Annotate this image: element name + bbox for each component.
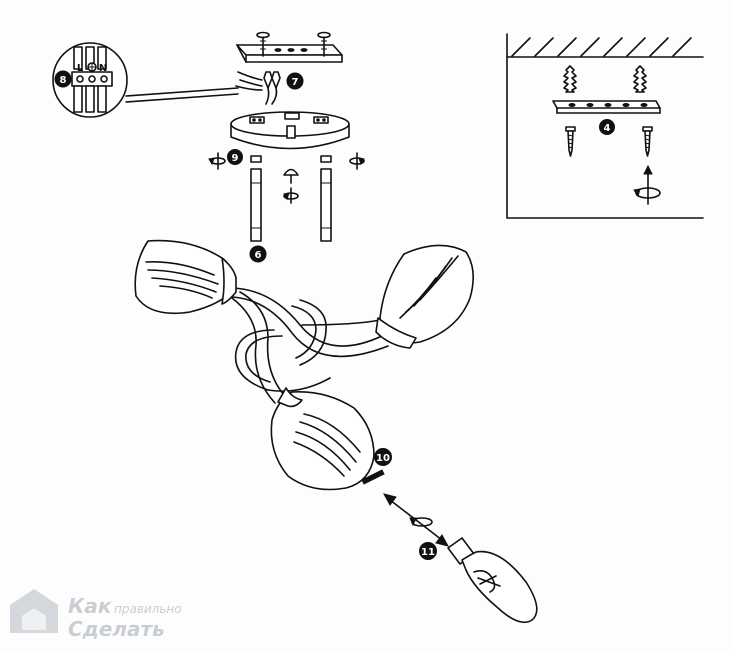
step-badge-7: 7 <box>286 72 304 90</box>
threaded-tube-right <box>320 168 332 242</box>
nut-right <box>320 155 332 163</box>
terminal-block-detail: L N 8 <box>52 42 239 118</box>
cap-finial <box>283 168 299 184</box>
wall-plug-left <box>563 65 577 93</box>
candle-bulb <box>447 537 538 624</box>
step-badge-6: 6 <box>249 245 267 263</box>
step-number-8: 8 <box>60 75 67 86</box>
step-number-4: 4 <box>604 123 611 134</box>
rotate-center-icon <box>283 187 299 204</box>
terminal-label-n: N <box>99 63 107 74</box>
step-number-11: 11 <box>421 547 435 558</box>
screw-right <box>642 126 653 157</box>
step-number-9: 9 <box>232 153 239 164</box>
lamp-shade-right <box>375 244 474 349</box>
rotate-screw-in-icon <box>409 517 433 527</box>
ceiling-canopy <box>230 111 350 150</box>
watermark: Как правильно Сделать <box>10 589 182 641</box>
watermark-logo-icon <box>10 589 58 633</box>
mounting-tubes: 9 <box>208 149 365 263</box>
curved-arms <box>231 287 389 404</box>
callout-line-bottom <box>125 93 239 103</box>
wire-connector <box>235 71 281 105</box>
lamp-shade-left <box>134 239 237 315</box>
socket-ring <box>361 469 385 485</box>
screw-left <box>565 126 576 157</box>
callout-line-top <box>125 87 239 97</box>
ceiling-bracket: 7 <box>235 31 343 105</box>
bracket-screw-right <box>317 31 331 57</box>
watermark-text-small: правильно <box>114 602 182 616</box>
inset-frame <box>506 33 704 219</box>
ceiling-mount-inset: 4 <box>506 33 704 219</box>
rotate-up-arrow-icon <box>633 164 661 205</box>
bulb-installation: 10 11 <box>361 448 538 624</box>
lamp-shade-bottom <box>270 387 375 491</box>
step-number-6: 6 <box>255 250 262 261</box>
threaded-tube-left <box>250 168 262 242</box>
step-number-10: 10 <box>376 453 390 464</box>
double-arrow-icon <box>383 493 449 547</box>
step-badge-4: 4 <box>599 119 615 135</box>
rotate-right-icon <box>349 152 365 170</box>
ceiling-hatching <box>511 37 692 57</box>
nut-left <box>250 155 262 163</box>
bracket-screw-left <box>256 31 270 57</box>
mounting-bar <box>552 100 661 114</box>
rotate-left-icon <box>208 152 226 170</box>
step-badge-10: 10 <box>374 448 392 466</box>
wall-plug-right <box>633 65 647 93</box>
watermark-text-line1: Как <box>68 594 112 618</box>
step-badge-11: 11 <box>419 542 437 560</box>
step-badge-8: 8 <box>54 70 72 88</box>
step-badge-9: 9 <box>227 149 243 165</box>
terminal-label-l: L <box>77 63 84 74</box>
chandelier-body <box>134 239 474 491</box>
step-number-7: 7 <box>292 77 299 88</box>
watermark-text-line2: Сделать <box>68 617 165 641</box>
